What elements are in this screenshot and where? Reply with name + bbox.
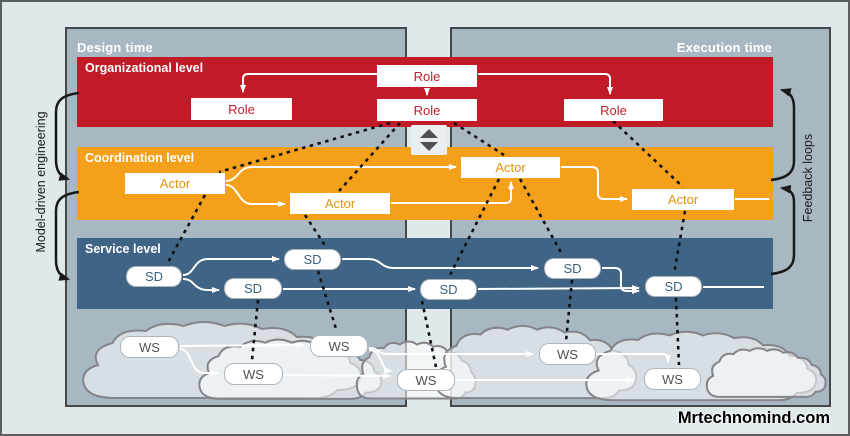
- organizational-level-label: Organizational level: [85, 61, 204, 75]
- design-time-title: Design time: [77, 40, 153, 55]
- role-box: Role: [377, 99, 477, 121]
- role-box: Role: [564, 99, 663, 121]
- sd-box: SD: [224, 278, 282, 299]
- execution-time-title: Execution time: [676, 40, 772, 55]
- coordination-level-label: Coordination level: [85, 151, 195, 165]
- ws-box: WS: [310, 335, 368, 357]
- watermark-text: Mrtechnomind.com: [677, 409, 830, 427]
- sd-box: SD: [284, 249, 341, 270]
- ws-box: WS: [644, 368, 701, 390]
- service-level-label: Service level: [85, 242, 161, 256]
- model-driven-engineering-label: Model-driven engineering: [34, 111, 48, 253]
- role-box: Role: [377, 65, 477, 87]
- actor-box: Actor: [290, 193, 390, 214]
- ws-box: WS: [539, 343, 596, 365]
- actor-box: Actor: [632, 189, 734, 210]
- sd-box: SD: [126, 266, 182, 287]
- sd-box: SD: [645, 276, 702, 297]
- ws-box: WS: [397, 369, 455, 391]
- actor-box: Actor: [461, 157, 560, 178]
- actor-box: Actor: [125, 173, 225, 194]
- ws-box: WS: [120, 336, 179, 358]
- sd-box: SD: [544, 258, 601, 279]
- sd-box: SD: [420, 279, 477, 300]
- ws-box: WS: [224, 363, 283, 385]
- role-box: Role: [191, 98, 292, 120]
- feedback-loops-label: Feedback loops: [801, 133, 815, 223]
